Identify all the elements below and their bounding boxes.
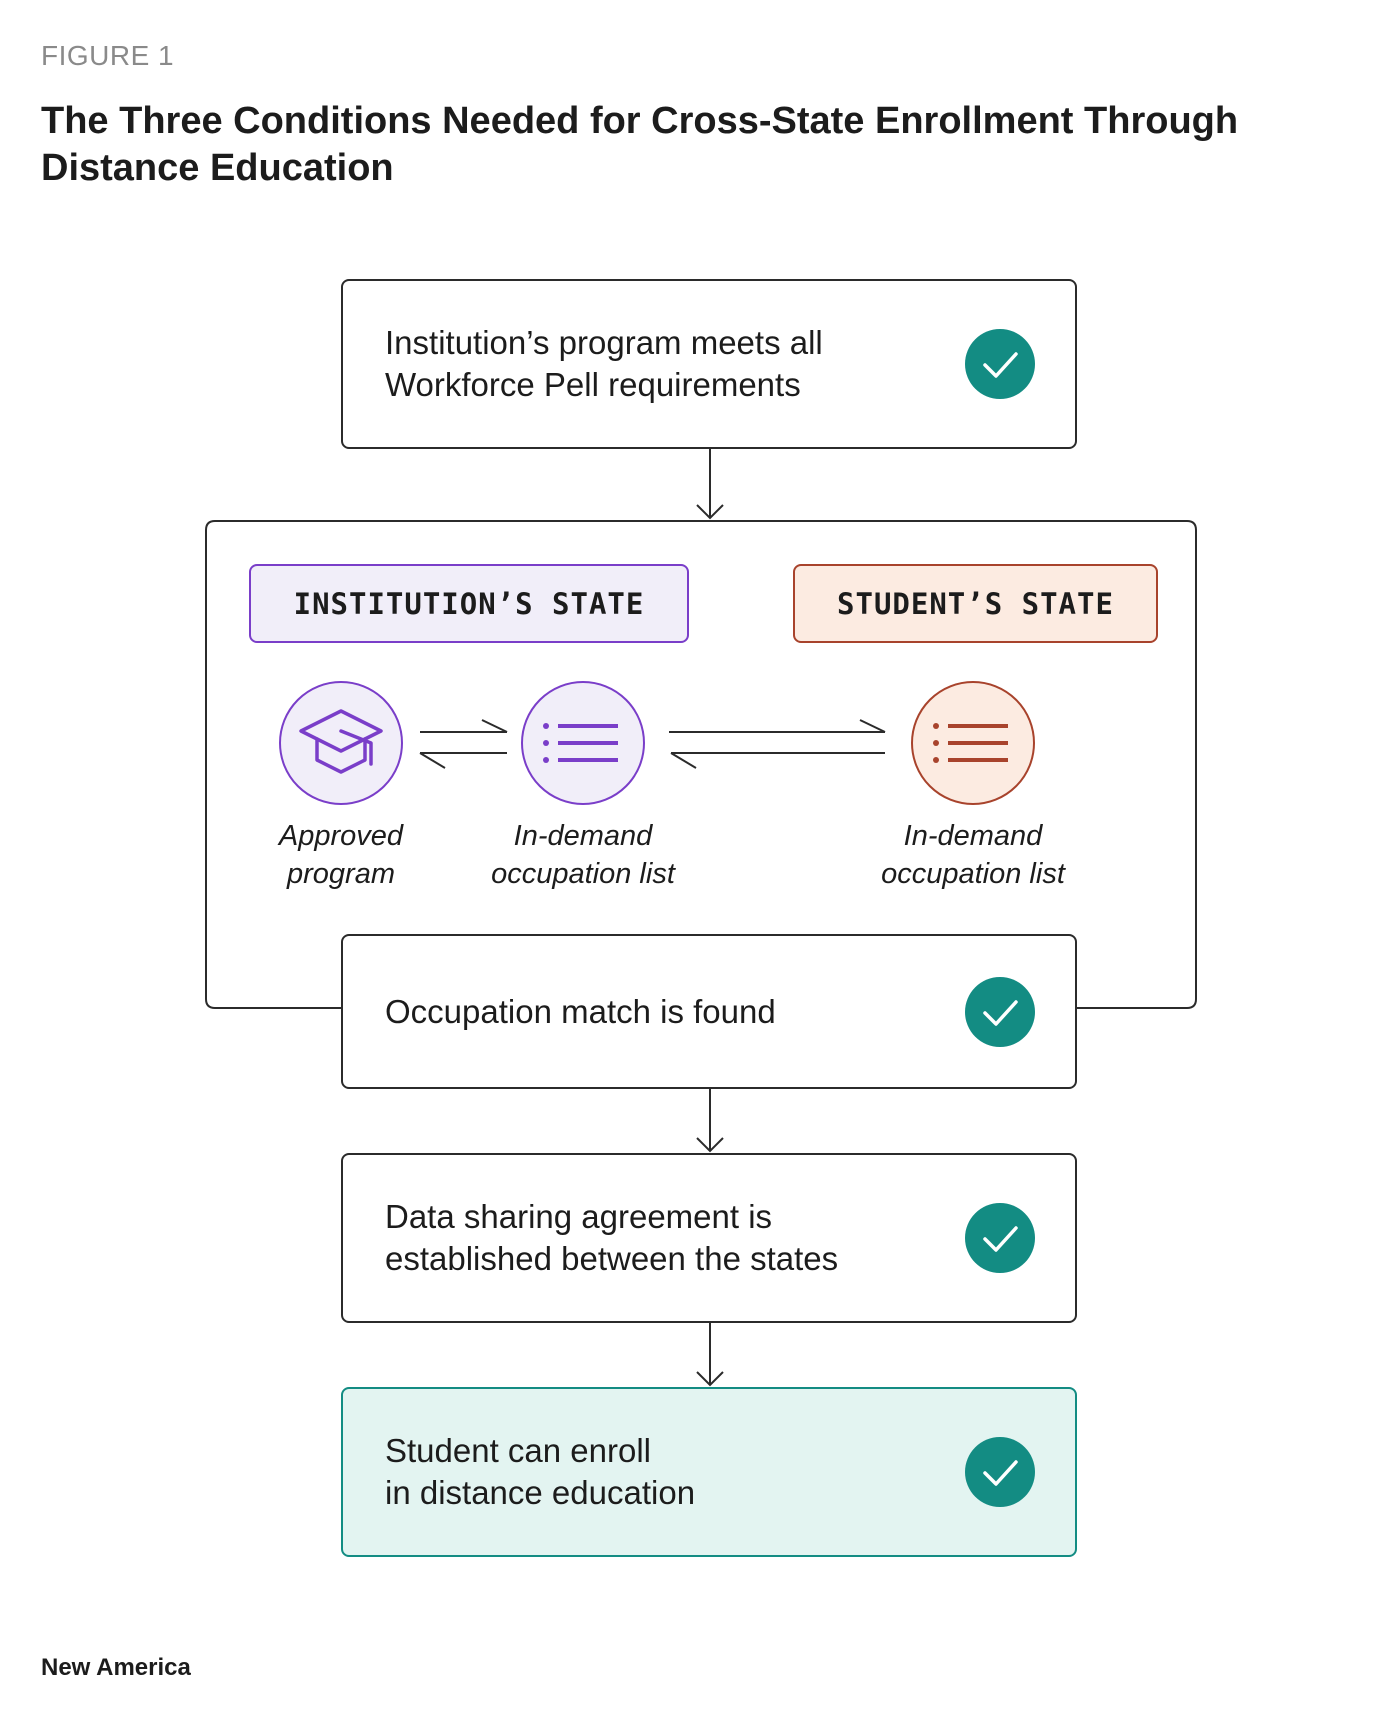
- step-line: Data sharing agreement is: [385, 1198, 773, 1235]
- step-line: Institution’s program meets all: [385, 324, 823, 361]
- label-line: In-demand: [513, 820, 653, 852]
- states-frame: [205, 520, 1197, 1009]
- institution-state-label: INSTITUTION’S STATE: [249, 564, 689, 643]
- source-credit: New America: [41, 1654, 191, 1681]
- checkmark-icon: [965, 1437, 1035, 1507]
- checkmark-icon: [965, 1203, 1035, 1273]
- checkmark-icon: [965, 329, 1035, 399]
- step-text: Institution’s program meets all Workforc…: [385, 322, 823, 406]
- label-line: program: [287, 858, 395, 890]
- checkmark-icon: [965, 976, 1035, 1047]
- figure-title: The Three Conditions Needed for Cross-St…: [41, 98, 1341, 192]
- step-line: in distance education: [385, 1474, 696, 1511]
- graduation-cap-icon: [279, 681, 403, 805]
- title-line-2: Distance Education: [41, 147, 394, 189]
- step-student-enroll: Student can enroll in distance education: [341, 1387, 1077, 1557]
- step-program-requirements: Institution’s program meets all Workforc…: [341, 279, 1077, 449]
- student-state-label: STUDENT’S STATE: [793, 564, 1158, 643]
- student-occupation-list-icon: [911, 681, 1035, 805]
- label-line: Approved: [278, 820, 404, 852]
- step-occupation-match: Occupation match is found: [341, 934, 1077, 1089]
- label-line: occupation list: [491, 858, 675, 890]
- step-text: Occupation match is found: [385, 991, 776, 1033]
- title-line-1: The Three Conditions Needed for Cross-St…: [41, 100, 1239, 142]
- step-line: Student can enroll: [385, 1432, 652, 1469]
- student-list-label: In-demand occupation list: [843, 817, 1103, 893]
- arrow-1-head: [696, 504, 724, 520]
- approved-program-label: Approved program: [211, 817, 471, 893]
- step-line: established between the states: [385, 1240, 839, 1277]
- step-text: Data sharing agreement is established be…: [385, 1196, 838, 1280]
- arrow-2-head: [696, 1137, 724, 1153]
- step-line: Workforce Pell requirements: [385, 366, 801, 403]
- institution-occupation-list-icon: [521, 681, 645, 805]
- figure-label: FIGURE 1: [41, 40, 175, 71]
- arrow-3-head: [696, 1371, 724, 1387]
- institution-list-label: In-demand occupation list: [453, 817, 713, 893]
- step-data-sharing: Data sharing agreement is established be…: [341, 1153, 1077, 1323]
- step-text: Student can enroll in distance education: [385, 1430, 695, 1514]
- label-line: occupation list: [881, 858, 1065, 890]
- step-line: Occupation match is found: [385, 992, 776, 1030]
- label-line: In-demand: [903, 820, 1043, 852]
